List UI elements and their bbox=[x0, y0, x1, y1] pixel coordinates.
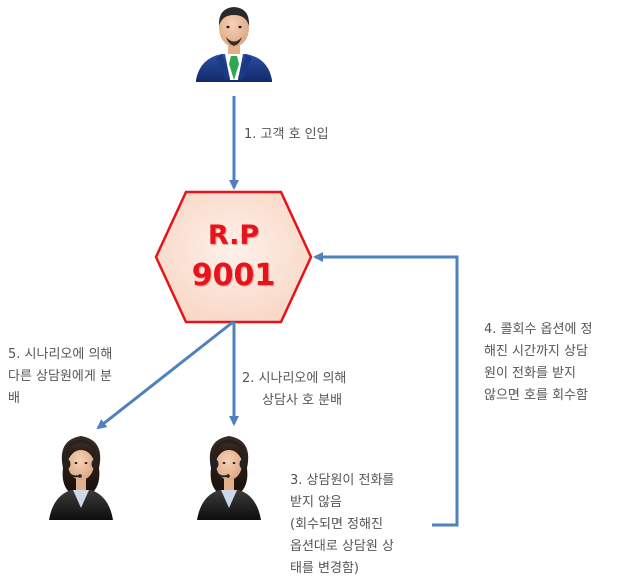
headset-agent-icon bbox=[49, 436, 113, 520]
routing-point-label: R.P bbox=[207, 220, 260, 251]
headset-agent-icon bbox=[197, 436, 261, 520]
routing-point-hexagon bbox=[154, 190, 313, 324]
step4-label-line3: 원이 전화를 받지 bbox=[484, 366, 576, 381]
businessman-icon bbox=[196, 7, 272, 82]
step3-label-line1: 3. 상담원이 전화를 bbox=[290, 473, 395, 488]
step4-label-line2: 해진 시간까지 상담 bbox=[484, 344, 588, 359]
step3-label-line4: 옵션대로 상담원 상 bbox=[290, 539, 394, 554]
step3-label-line3: (회수되면 정해진 bbox=[290, 517, 383, 532]
step3-label-line5: 태를 변경함) bbox=[290, 561, 360, 576]
step4-label-line1: 4. 콜회수 옵션에 정 bbox=[484, 322, 593, 337]
step5-label-line1: 5. 시나리오에 의해 bbox=[8, 347, 113, 362]
step5-label-line2: 다른 상담원에게 분 bbox=[8, 369, 112, 384]
routing-point-number: 9001 bbox=[191, 258, 276, 293]
arrow-recall-to-rp bbox=[313, 252, 459, 527]
step2-label-line2: 상담사 호 분배 bbox=[262, 393, 343, 408]
step5-label-line3: 배 bbox=[8, 391, 20, 406]
step1-label: 1. 고객 호 인입 bbox=[244, 127, 329, 142]
step3-label-line2: 받지 않음 bbox=[290, 495, 342, 510]
arrow-rp-to-agent1 bbox=[96, 320, 234, 430]
step2-label-line1: 2. 시나리오에 의해 bbox=[242, 371, 347, 386]
step4-label-line4: 않으면 호를 회수함 bbox=[484, 388, 588, 403]
